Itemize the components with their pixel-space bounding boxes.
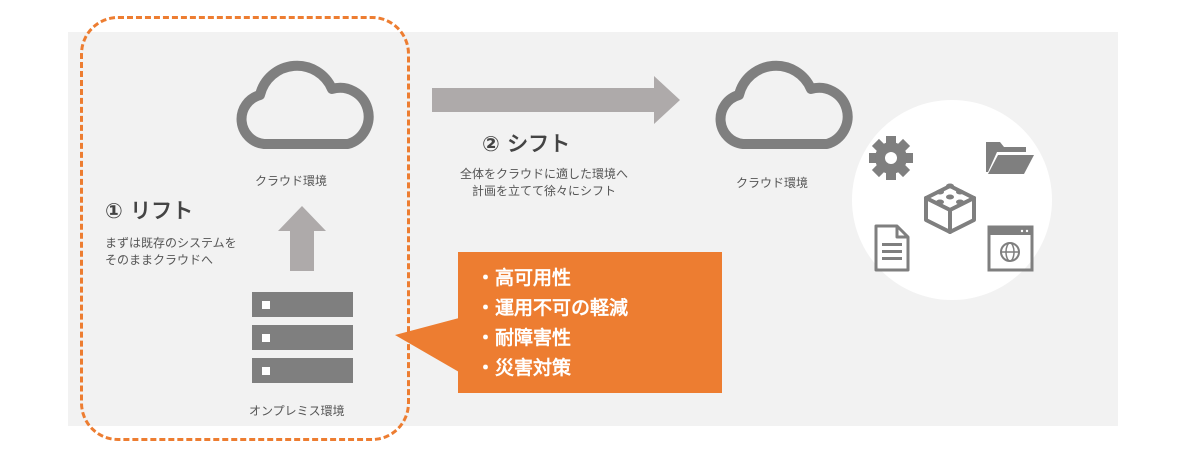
- lift-desc-line: まずは既存のシステムを: [105, 236, 237, 250]
- cloud-label-right: クラウド環境: [736, 176, 809, 190]
- benefit-item: ・高可用性: [476, 267, 572, 289]
- shift-arrow: [432, 76, 680, 124]
- lift-title: ① リフト: [105, 199, 194, 223]
- callout-pointer: [395, 318, 459, 372]
- benefit-item: ・運用不可の軽減: [476, 297, 629, 319]
- benefit-item: ・災害対策: [476, 357, 572, 379]
- benefits-callout: [458, 252, 722, 393]
- benefit-item: ・耐障害性: [476, 327, 572, 349]
- block-icon: [924, 183, 976, 234]
- lift-description: まずは既存のシステムを そのままクラウドへ: [105, 235, 237, 269]
- gear-icon: [869, 136, 913, 180]
- lift-scope-border: [80, 16, 410, 441]
- cloud-label-left: クラウド環境: [255, 174, 328, 188]
- shift-desc-line: 全体をクラウドに適した環境へ: [459, 167, 628, 181]
- server-stack-icon: [252, 292, 353, 383]
- shift-description: 全体をクラウドに適した環境へ 計画を立てて徐々にシフト: [428, 166, 660, 200]
- browser-window-icon: [987, 225, 1034, 272]
- lift-desc-line: そのままクラウドへ: [105, 253, 214, 267]
- shift-title: ② シフト: [482, 132, 571, 156]
- cloud-icon: [236, 60, 374, 149]
- document-icon: [874, 224, 910, 272]
- benefits-list: ・高可用性 ・運用不可の軽減 ・耐障害性 ・災害対策: [476, 263, 628, 383]
- cloud-icon: [715, 60, 853, 149]
- onprem-label: オンプレミス環境: [249, 404, 345, 418]
- folder-open-icon: [986, 142, 1034, 174]
- lift-arrow: [278, 206, 326, 271]
- shift-desc-line: 計画を立てて徐々にシフト: [471, 184, 616, 198]
